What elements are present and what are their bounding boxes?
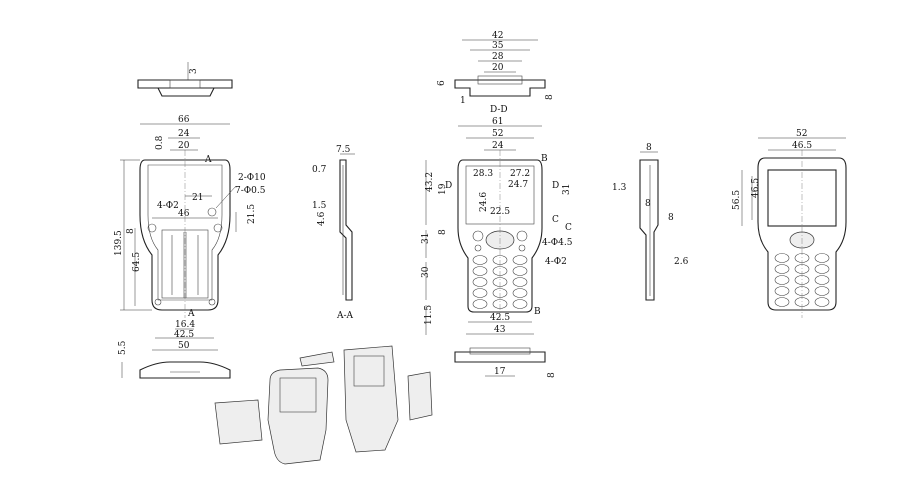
dim-label: 7.5 [336,145,351,155]
dim-label: A [187,309,195,319]
dim-label: 21.5 [247,204,257,224]
dim-label: 4-Φ4.5 [542,238,573,248]
dim-label: 28 [492,52,504,62]
dim-label: 24 [492,141,504,151]
dim-label: 8 [645,199,651,209]
key [774,286,790,296]
front-view-outer: 52 46.5 56.5 46.5 [732,129,847,318]
dim-label: 31 [421,233,431,244]
key [472,288,488,298]
dim-label: 56.5 [732,190,742,210]
dim-label: 6 [437,80,447,86]
dim-label: 5.5 [118,340,128,355]
isometric-parts [214,345,433,465]
dim-label: 30 [421,266,431,278]
dim-label: 2.6 [674,257,689,267]
dim-label: 1 [460,96,466,106]
key [814,253,830,263]
bottom-view-center: 17 8 [454,347,557,378]
dim-label: 50 [178,341,190,351]
dim-label: 24.6 [479,192,489,212]
key [512,299,528,309]
dim-label: 43 [494,325,506,335]
dim-label: 8 [438,229,448,235]
key [774,264,790,274]
dim-label: 52 [492,129,503,139]
dim-label: 16.4 [175,320,195,330]
dim-label: 42 [492,31,503,41]
dim-label: 1.5 [312,201,327,211]
dim-label: 0.8 [155,135,165,150]
key [472,277,488,287]
section-label: A-A [336,311,354,321]
key [774,253,790,263]
dim-label: 7-Φ0.5 [235,186,266,196]
dim-label: 3 [189,68,199,74]
dim-label: 31 [562,184,572,195]
dim-label: 46.5 [751,178,761,198]
dim-label: C [565,223,572,233]
dim-label: 8 [668,213,674,223]
dim-label: 2-Φ10 [238,173,266,183]
dim-label: 4-Φ2 [545,257,567,267]
key [512,255,528,265]
key [774,297,790,307]
key [512,266,528,276]
dim-label: 64.5 [132,252,142,272]
dim-label: 139.5 [114,230,124,256]
dim-label: 27.2 [510,169,530,179]
top-view: 3 [137,62,233,97]
key [814,297,830,307]
dim-label: 11.5 [424,305,434,325]
bottom-view-left: 5.5 [118,340,231,379]
dim-label: 66 [178,115,190,125]
dim-label: 21 [192,193,203,203]
section-d-d: 42 35 28 20 6 1 8 D-D [437,31,555,115]
dim-label: A [204,155,212,165]
dim-label: 20 [492,63,504,73]
dim-label: 4.6 [317,211,327,226]
key [814,275,830,285]
dim-label: 8 [545,94,555,100]
dim-label: 52 [796,129,807,139]
dim-label: 61 [492,117,503,127]
dim-label: 42.5 [490,313,510,323]
dim-label: 22.5 [490,207,510,217]
key [472,266,488,276]
dim-label: 8 [547,372,557,378]
key [814,286,830,296]
dim-label: 46.5 [792,141,812,151]
dim-label: 1.3 [612,183,627,193]
dim-label: 4-Φ2 [157,201,179,211]
dim-label: B [534,307,541,317]
dim-label: 24.7 [508,180,528,190]
dim-label: 28.3 [473,169,493,179]
dim-label: 35 [492,41,504,51]
dim-label: 8 [126,228,136,234]
key [512,277,528,287]
dim-label: 42.5 [174,330,194,340]
front-view-center: 61 52 24 B 28.3 27.2 24.7 D D 43.2 19 31… [421,117,573,335]
key [512,288,528,298]
side-view: 8 1.3 8 8 2.6 [612,143,689,301]
key [774,275,790,285]
dim-label: C [552,215,559,225]
section-a-a: 7.5 0.7 1.5 4.6 A-A [312,145,355,321]
dim-label: 24 [178,129,190,139]
dim-label: 20 [178,141,190,151]
key [472,299,488,309]
dim-label: 43.2 [425,172,435,192]
section-label: D-D [490,105,508,115]
dim-label: 0.7 [312,165,327,175]
dim-label: 8 [646,143,652,153]
dim-label: 17 [494,367,506,377]
dim-label: B [541,154,548,164]
dim-label: D [445,181,452,191]
dim-label: D [552,181,559,191]
key [814,264,830,274]
dim-label: 46 [178,209,190,219]
dim-label: 19 [438,183,448,195]
front-view-inner: 66 24 20 0.8 A 2-Φ10 7-Φ0.5 21 4-Φ2 46 2… [114,115,266,351]
key [472,255,488,265]
